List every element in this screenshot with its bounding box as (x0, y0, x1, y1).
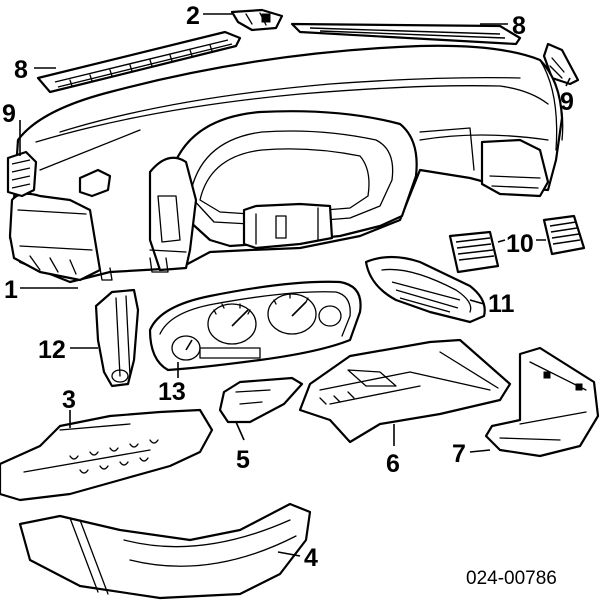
callout-6-label: 6 (386, 450, 400, 478)
callout-labels: 2 8 8 9 9 10 1 11 12 13 3 5 6 7 4 (2, 2, 574, 572)
part-9-right-corner-trim (542, 42, 580, 86)
callout-4-label: 4 (304, 544, 318, 572)
callout-8-left-label: 8 (14, 56, 28, 84)
part-3-left-knee-panel (0, 408, 214, 502)
part-13-instrument-cluster (148, 280, 362, 372)
diagram-part-code: 024-00786 (466, 568, 557, 589)
callout-8-right-label: 8 (512, 12, 526, 40)
part-1-dashboard-panel (6, 44, 564, 284)
callout-7-label: 7 (452, 440, 466, 468)
callout-13-label: 13 (158, 378, 186, 406)
part-5-lower-bracket (218, 376, 304, 424)
callout-3-label: 3 (62, 386, 76, 414)
callout-5-label: 5 (236, 446, 250, 474)
part-6-glove-box (298, 338, 512, 444)
part-8-left-defroster-strip (36, 30, 242, 94)
part-7-right-lower-trim (484, 346, 600, 458)
callout-1-label: 1 (4, 276, 18, 304)
part-8-right-defroster-strip (290, 22, 522, 46)
part-12-side-vent (94, 288, 140, 388)
leader-lines (19, 13, 571, 557)
part-10-square-vents (448, 214, 586, 274)
callout-9-left-label: 9 (2, 100, 16, 128)
callout-11-label: 11 (488, 290, 515, 318)
part-4-console-side-panel (18, 502, 312, 600)
part-2-bracket (230, 8, 284, 32)
callout-12-label: 12 (38, 336, 66, 364)
callout-9-right-label: 9 (560, 88, 574, 116)
callout-2-label: 2 (186, 2, 200, 30)
callout-10-label: 10 (506, 230, 534, 258)
